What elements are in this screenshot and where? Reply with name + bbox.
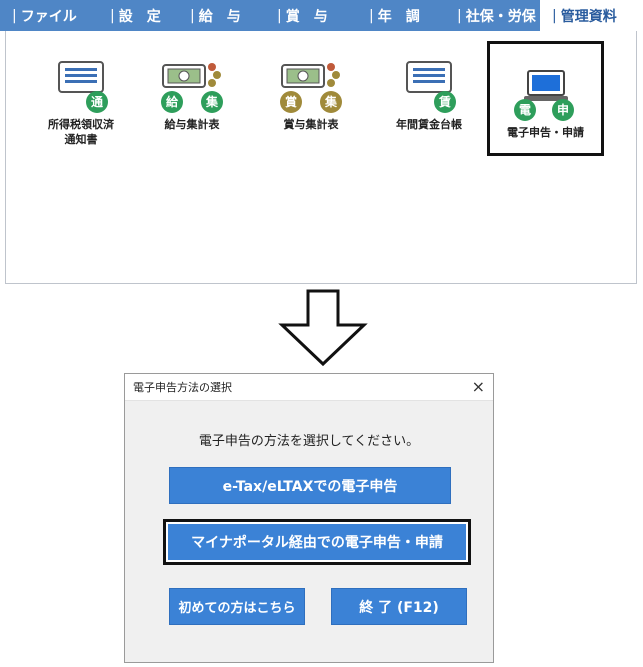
tool-label: 給与集計表 [164, 118, 220, 131]
laptop-icon [523, 70, 568, 101]
exit-button[interactable]: 終 了 (F12) [331, 588, 467, 625]
badge-shu: 集 [201, 91, 223, 113]
dialog-title: 電子申告方法の選択 [133, 381, 232, 394]
menu-management-docs[interactable]: 管理資料 [540, 0, 643, 31]
tool-label: 年間賃金台帳 [396, 118, 462, 131]
tool-electronic-filing[interactable]: 電 申 電子申告・申請 [487, 41, 604, 156]
badge-shin: 申 [552, 99, 574, 121]
badge-kyu: 給 [161, 91, 183, 113]
tool-label: 電子申告・申請 [507, 126, 584, 139]
tool-annual-wage-ledger[interactable]: 賃 年間賃金台帳 [374, 61, 484, 132]
badge-den: 電 [514, 99, 536, 121]
menu-salary[interactable]: 給 与 [178, 0, 265, 31]
tool-label: 賞与集計表 [283, 118, 339, 131]
dialog-titlebar: 電子申告方法の選択 × [125, 374, 493, 401]
close-icon[interactable]: × [471, 377, 485, 396]
menu-bonus[interactable]: 賞 与 [265, 0, 357, 31]
menu-year-end[interactable]: 年 調 [357, 0, 445, 31]
tool-panel: 通 所得税領収済 通知書 給 集 給与集計表 賞 [5, 31, 637, 284]
badge-chin: 賃 [434, 91, 456, 113]
badge-sho: 賞 [280, 91, 302, 113]
menu-file[interactable]: ファイル [0, 0, 98, 31]
money-icon [162, 63, 221, 88]
money-icon [281, 63, 340, 88]
mynaportal-button[interactable]: マイナポータル経由での電子申告・申請 [163, 519, 471, 565]
first-time-button[interactable]: 初めての方はこちら [169, 588, 305, 625]
badge-shu: 集 [320, 91, 342, 113]
filing-method-dialog: 電子申告方法の選択 × 電子申告の方法を選択してください。 e-Tax/eLTA… [124, 373, 494, 663]
menubar: ファイル 設 定 給 与 賞 与 年 調 社保・労保 管理資料 [0, 0, 643, 31]
menu-social-insurance[interactable]: 社保・労保 [445, 0, 540, 31]
tool-tax-receipt[interactable]: 通 所得税領収済 通知書 [26, 61, 136, 147]
document-icon [406, 61, 452, 93]
down-arrow-icon [278, 289, 368, 367]
badge-tsu: 通 [86, 91, 108, 113]
tool-bonus-summary[interactable]: 賞 集 賞与集計表 [256, 61, 366, 132]
document-icon [58, 61, 104, 93]
dialog-prompt: 電子申告の方法を選択してください。 [198, 434, 420, 449]
etax-button[interactable]: e-Tax/eLTAXでの電子申告 [169, 467, 451, 504]
tool-label: 所得税領収済 通知書 [48, 118, 114, 146]
menu-settings[interactable]: 設 定 [98, 0, 178, 31]
tool-salary-summary[interactable]: 給 集 給与集計表 [137, 61, 247, 132]
